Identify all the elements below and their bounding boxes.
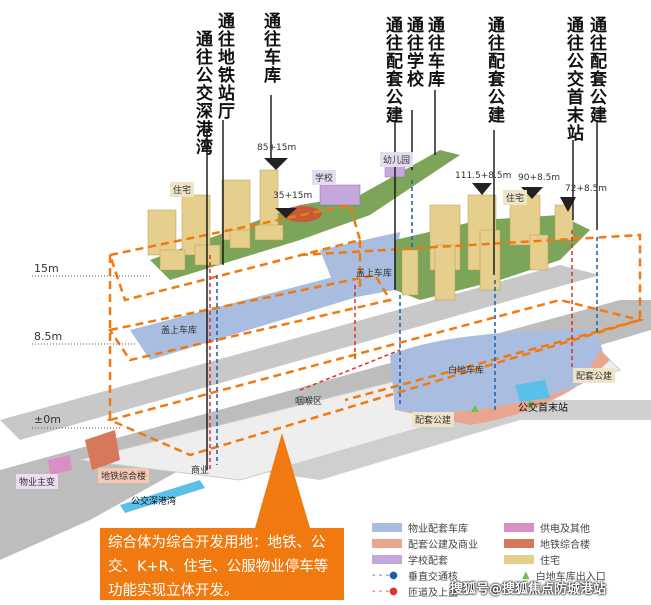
legend-item: 地铁综合楼: [504, 536, 590, 551]
tag-residential-left: 住宅: [170, 182, 195, 197]
callout-box: 综合体为综合开发用地：地铁、公交、K+R、住宅、公服物业停车等功能实现立体开发。: [100, 528, 344, 600]
legend-label: 住宅: [540, 556, 560, 567]
tag-throat-area: 咽喉区: [295, 397, 323, 407]
legend-item: 住宅: [504, 552, 560, 567]
label-to-public-3: 通往配套公建: [586, 16, 606, 124]
level-0m: ±0m: [34, 413, 61, 426]
level-lines: [32, 275, 150, 429]
tag-bus-bay: 公交深港湾: [131, 497, 177, 507]
height-85-15: 85+15m: [257, 143, 297, 153]
legend-swatch: [504, 523, 534, 532]
tag-substation: 物业主变: [16, 474, 59, 489]
height-111-5: 111.5+8.5m: [455, 171, 512, 181]
legend-swatch: [504, 555, 534, 564]
dashed-dot-blue-icon: - - -●: [372, 570, 398, 581]
level-15m: 15m: [34, 262, 59, 275]
legend-item: 物业配套车库: [372, 520, 468, 535]
tag-residential-right: 住宅: [503, 190, 528, 205]
bus-bay-shape: [120, 480, 205, 513]
height-72: 72+8.5m: [565, 184, 608, 194]
legend-swatch: [504, 539, 534, 548]
legend-item: 供电及其他: [504, 520, 590, 535]
tag-deck-garage-left: 盖上车库: [161, 326, 198, 336]
tag-commercial: 商业: [191, 466, 210, 476]
white-garage-shape: [390, 330, 603, 413]
legend-label: 供电及其他: [540, 524, 590, 535]
tag-kindergarten: 幼儿园: [380, 152, 414, 167]
level-8-5m: 8.5m: [34, 330, 63, 343]
label-to-public-2: 通往配套公建: [484, 16, 504, 124]
road-upper: [0, 265, 600, 440]
substation-shape: [48, 455, 72, 475]
tag-bus-terminal: 公交首末站: [518, 403, 568, 414]
legend-label: 垂直交通核: [408, 572, 458, 583]
triangle-icon: ▲: [522, 570, 530, 581]
label-to-garage-2: 通往车库: [424, 16, 444, 88]
legend-swatch: [372, 523, 402, 532]
volume-outlines: [106, 203, 645, 457]
label-to-garage-1: 通往车库: [260, 12, 280, 84]
callout-pointer: [255, 433, 310, 528]
legend-label: 配套公建及商业: [408, 540, 478, 551]
legend-item: 学校配套: [372, 552, 448, 567]
legend-label: 地铁综合楼: [540, 540, 590, 551]
legend-label: 白地车库出入口: [535, 572, 606, 583]
legend-swatch: [372, 555, 402, 564]
height-35-15: 35+15m: [273, 191, 313, 201]
height-markers: [264, 158, 576, 218]
residential-towers-left: [147, 169, 284, 271]
vertical-cores: [216, 180, 598, 465]
dashed-dot-red-icon: - - -●: [372, 586, 398, 597]
legend-item: - - -● 垂直交通核: [372, 568, 458, 583]
legend-label: 学校配套: [408, 556, 448, 567]
legend-item: 配套公建及商业: [372, 536, 478, 551]
tag-school: 学校: [312, 170, 337, 185]
leader-arrows: [206, 90, 598, 470]
legend-swatch: [372, 539, 402, 548]
tag-deck-garage-right: 盖上车库: [356, 269, 393, 279]
tag-white-garage: 白地车库: [448, 366, 485, 376]
legend-label: 匝道及上盖: [408, 588, 458, 599]
watermark: 搜狐号@搜狐焦点防城港站: [450, 582, 607, 597]
metro-building-shape: [85, 430, 120, 470]
label-to-public-1: 通往配套公建: [382, 16, 402, 124]
ramps: [209, 230, 573, 470]
tag-support-public-right: 配套公建: [573, 368, 616, 383]
deck-garage-left-shape: [130, 270, 380, 360]
height-90: 90+8.5m: [518, 173, 561, 183]
bus-terminal-shape: [515, 380, 550, 402]
label-to-school: 通往学校: [403, 16, 423, 88]
legend-label: 物业配套车库: [408, 524, 468, 535]
label-to-bus-terminal: 通往公交首末站: [563, 16, 583, 142]
label-to-bus-bay: 通往公交深港湾: [192, 30, 212, 156]
tag-metro-building: 地铁综合楼: [98, 468, 150, 483]
legend-item: ▲ 白地车库出入口: [522, 568, 606, 583]
legend-item: - - -● 匝道及上盖: [372, 584, 458, 599]
label-to-metro-hall: 通往地铁站厅: [214, 12, 234, 120]
tag-support-public-bottom: 配套公建: [412, 412, 455, 427]
